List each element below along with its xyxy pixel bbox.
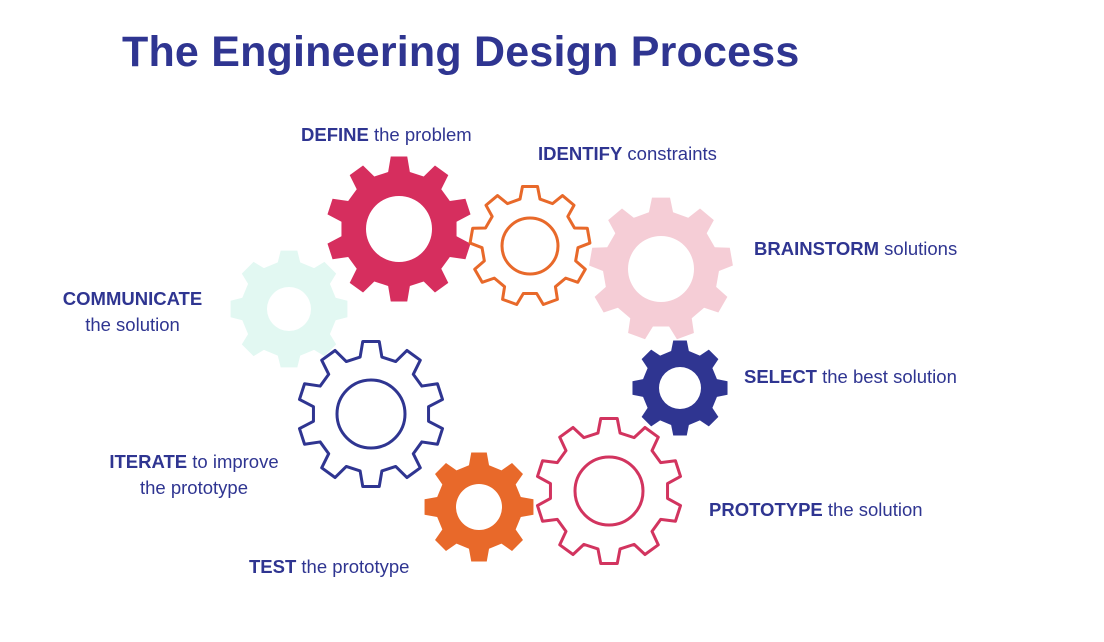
communicate-gear-icon	[230, 250, 348, 368]
step-brainstorm-label: BRAINSTORM solutions	[754, 238, 958, 259]
brainstorm-gear-icon	[589, 197, 733, 340]
step-identify-label: IDENTIFY constraints	[538, 143, 717, 164]
step-prototype-label: PROTOTYPE the solution	[709, 499, 923, 520]
prototype-gear-icon	[535, 416, 683, 566]
identify-gear-icon	[468, 184, 592, 307]
define-gear-icon	[327, 156, 471, 302]
step-communicate-label: COMMUNICATE the solution	[62, 288, 203, 335]
step-test-label: TEST the prototype	[249, 556, 410, 577]
step-iterate-label: ITERATE to improve the prototype	[109, 451, 279, 498]
test-gear-icon	[424, 452, 534, 562]
select-gear-icon	[632, 340, 728, 436]
step-define-label: DEFINE the problem	[301, 124, 472, 145]
page-title: The Engineering Design Process	[122, 28, 800, 76]
step-select-label: SELECT the best solution	[744, 366, 957, 387]
iterate-gear-icon	[297, 339, 445, 489]
